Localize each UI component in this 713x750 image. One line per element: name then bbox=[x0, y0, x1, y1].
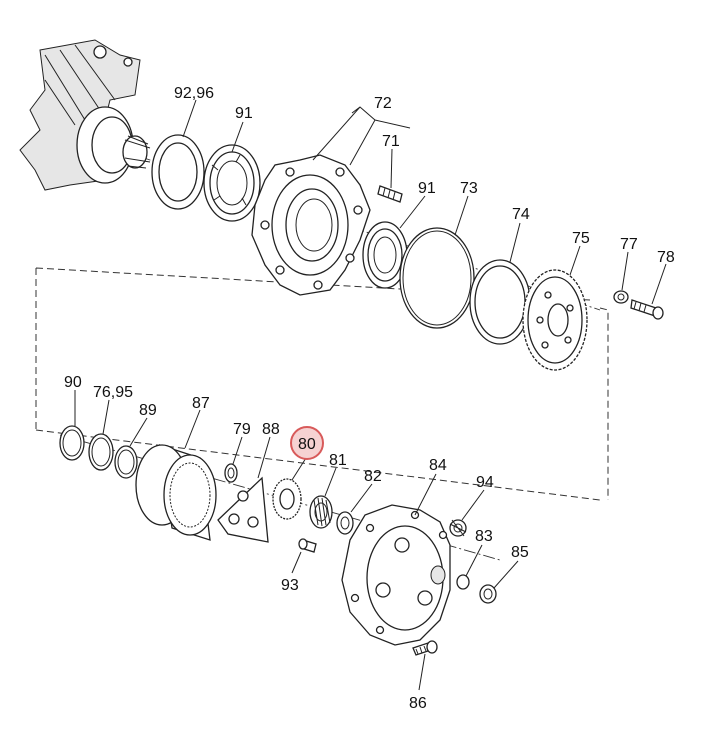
bearing-part-91-top[interactable] bbox=[203, 144, 261, 222]
callout-77[interactable]: 77 bbox=[620, 236, 638, 253]
seal-part-76-95[interactable] bbox=[88, 433, 114, 471]
callout-73[interactable]: 73 bbox=[460, 180, 478, 197]
callout-91-mid[interactable]: 91 bbox=[418, 180, 436, 197]
leader-lines bbox=[74, 99, 667, 691]
callout-72[interactable]: 72 bbox=[374, 95, 392, 112]
callout-78[interactable]: 78 bbox=[657, 249, 675, 266]
callout-74[interactable]: 74 bbox=[512, 206, 530, 223]
callout-85[interactable]: 85 bbox=[511, 544, 529, 561]
callout-91-top[interactable]: 91 bbox=[235, 105, 253, 122]
callout-71[interactable]: 71 bbox=[382, 133, 400, 150]
seal-part-92-96[interactable] bbox=[151, 134, 205, 210]
gear-part-75[interactable] bbox=[522, 269, 588, 371]
plug-part-94[interactable] bbox=[449, 519, 467, 537]
washer-part-82[interactable] bbox=[336, 511, 354, 535]
callout-88[interactable]: 88 bbox=[262, 421, 280, 438]
callout-79[interactable]: 79 bbox=[233, 421, 251, 438]
plate-part-88[interactable] bbox=[217, 476, 269, 543]
callout-90[interactable]: 90 bbox=[64, 374, 82, 391]
callout-80[interactable]: 80 bbox=[298, 436, 316, 453]
callout-83[interactable]: 83 bbox=[475, 528, 493, 545]
callout-87[interactable]: 87 bbox=[192, 395, 210, 412]
axle-housing[interactable] bbox=[19, 39, 151, 191]
callout-76-95[interactable]: 76,95 bbox=[93, 384, 133, 401]
callout-84[interactable]: 84 bbox=[429, 457, 447, 474]
pin-part-93[interactable] bbox=[298, 538, 317, 553]
callout-75[interactable]: 75 bbox=[572, 230, 590, 247]
washer-part-79[interactable] bbox=[224, 463, 238, 483]
planet-carrier-part-84[interactable] bbox=[341, 504, 451, 646]
bolt-part-78[interactable] bbox=[630, 299, 664, 320]
o-ring-part-73[interactable] bbox=[399, 227, 475, 329]
callout-93[interactable]: 93 bbox=[281, 577, 299, 594]
callout-89[interactable]: 89 bbox=[139, 402, 157, 419]
ring-gear-part-87[interactable] bbox=[135, 444, 217, 541]
planet-gear-part-80[interactable] bbox=[272, 478, 302, 520]
seal-ring-part-74[interactable] bbox=[469, 259, 531, 345]
callout-81[interactable]: 81 bbox=[329, 452, 347, 469]
callout-94[interactable]: 94 bbox=[476, 474, 494, 491]
ring-part-89[interactable] bbox=[114, 445, 138, 479]
o-ring-part-83[interactable] bbox=[456, 574, 470, 590]
highlight-circle-80[interactable] bbox=[290, 426, 324, 460]
drain-plug-part-85[interactable] bbox=[479, 584, 497, 604]
callout-82[interactable]: 82 bbox=[364, 468, 382, 485]
stud-part-71[interactable] bbox=[377, 185, 403, 203]
snap-ring-part-90[interactable] bbox=[59, 425, 85, 461]
callout-92-96[interactable]: 92,96 bbox=[174, 85, 214, 102]
bolt-part-86[interactable] bbox=[412, 640, 438, 656]
washer-part-77[interactable] bbox=[613, 290, 629, 304]
callout-86[interactable]: 86 bbox=[409, 695, 427, 712]
needle-bearing-part-81[interactable] bbox=[309, 495, 333, 529]
hub-carrier-part-72[interactable] bbox=[251, 154, 371, 296]
